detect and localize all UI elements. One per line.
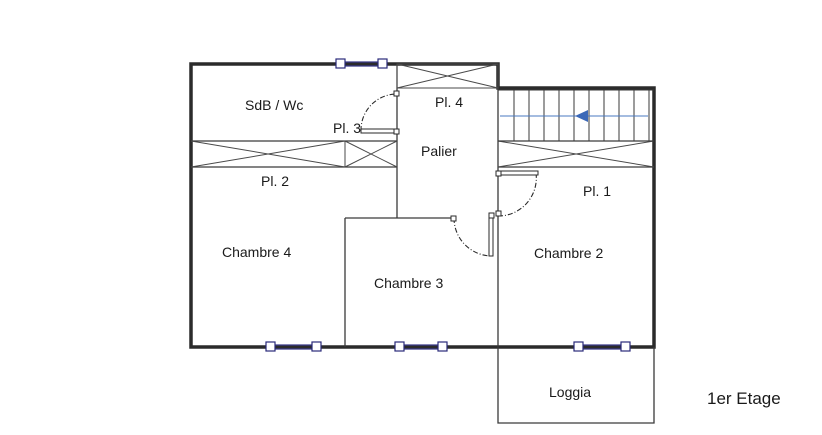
room-label-chambre4: Chambre 4: [222, 244, 291, 260]
floor-title: 1er Etage: [707, 389, 781, 408]
room-label-sdb-wc: SdB / Wc: [245, 97, 303, 113]
stair-direction-arrow-icon: [575, 110, 588, 122]
closet-pl1: [497, 140, 655, 168]
door-sdb: [360, 90, 400, 135]
window-chambre3: [394, 341, 448, 352]
room-label-pl4: Pl. 4: [435, 94, 463, 110]
room-label-chambre2: Chambre 2: [534, 245, 603, 261]
room-label-pl1: Pl. 1: [583, 183, 611, 199]
room-label-chambre3: Chambre 3: [374, 275, 443, 291]
window-chambre2: [573, 341, 631, 352]
closet-pl2: [190, 140, 398, 168]
door-chambre3: [450, 212, 495, 257]
room-label-pl3: Pl. 3: [333, 120, 361, 136]
window-chambre4: [265, 341, 322, 352]
door-chambre2: [495, 170, 539, 217]
loggia-outline: [497, 347, 655, 424]
room-label-pl2: Pl. 2: [261, 173, 289, 189]
staircase: [498, 89, 654, 142]
interior-walls: [191, 64, 654, 347]
window-top: [335, 58, 388, 69]
room-label-palier: Palier: [421, 143, 457, 159]
closet-pl4: [396, 63, 499, 89]
room-label-loggia: Loggia: [549, 384, 591, 400]
